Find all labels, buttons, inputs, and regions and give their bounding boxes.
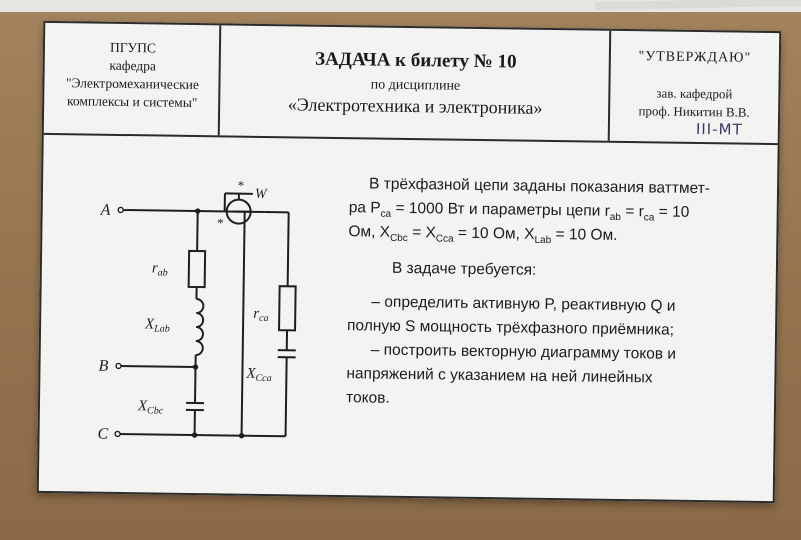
org-name: ПГУПС [109, 39, 157, 56]
terminal-c-label: C [97, 426, 108, 443]
header-left-cell: ПГУПС кафедра "Электромеханические компл… [43, 22, 222, 136]
terminal-b-label: B [98, 358, 108, 375]
task-line-2: ра Pca = 1000 Вт и параметры цепи rab = … [348, 199, 690, 224]
resistor-rab [187, 249, 207, 289]
head-person: проф. Никитин В.В. [638, 103, 750, 120]
task-item-2c: токов. [345, 389, 390, 407]
circuit-diagram: A B C W * * rab XLab XCbc rca XCca [97, 178, 297, 443]
header-center-cell: ЗАДАЧА к билету № 10 по дисциплине «Элек… [219, 25, 612, 141]
task-item-2a: – построить векторную диаграмму токов и [370, 341, 677, 363]
terminal-a-label: A [100, 202, 111, 219]
wattmeter-voltage-wire [240, 211, 246, 436]
inductor-lab [195, 298, 205, 357]
task-required-heading: В задаче требуется: [391, 259, 537, 279]
wire-rca-top [286, 212, 290, 287]
task-item-1b: полную S мощность трёхфазного приёмника; [346, 317, 675, 339]
terminal-c-dot [114, 430, 121, 438]
junction-a [194, 208, 201, 214]
discipline-name: «Электротехника и электроника» [287, 94, 543, 118]
wattmeter-label: W [255, 187, 268, 202]
task-item-1a: – определить активную P, реактивную Q и [371, 293, 676, 315]
x-cca-label: XCca [245, 366, 272, 384]
exam-task-card: ПГУПС кафедра "Электромеханические компл… [36, 20, 782, 504]
terminal-b-dot [115, 362, 122, 370]
wattmeter-star-top: * [237, 178, 244, 193]
dept-name-line-2: комплексы и системы" [66, 93, 198, 111]
x-lab-label: XLab [144, 316, 170, 334]
wire-c-bottom [117, 432, 286, 438]
dept-name-line-1: "Электромеханические [65, 75, 200, 93]
header-right-cell: "УТВЕРЖДАЮ" зав. кафедрой проф. Никитин … [610, 31, 780, 143]
wire-rab-top [196, 211, 199, 252]
resistor-rca [278, 285, 297, 332]
r-ca-label: rca [253, 306, 269, 324]
wire-b [118, 364, 196, 369]
handwritten-note: III-MT [695, 119, 743, 139]
head-of-dept: зав. кафедрой [656, 85, 733, 102]
wire-cca-bottom [284, 357, 288, 437]
wattmeter-star-left: * [216, 215, 223, 230]
card-header: ПГУПС кафедра "Электромеханические компл… [43, 22, 780, 146]
task-line-1: В трёхфазной цепи заданы показания ваттм… [368, 175, 711, 198]
junction-b [192, 364, 199, 370]
task-item-2b: напряжений с указанием на ней линейных [346, 365, 653, 387]
x-cbc-label: XCbc [137, 398, 164, 416]
terminal-a-dot [117, 206, 124, 214]
dept-label: кафедра [109, 57, 157, 74]
task-line-3: Ом, XCbc = XCca = 10 Ом, XLab = 10 Ом. [348, 223, 618, 247]
approve-label: "УТВЕРЖДАЮ" [638, 49, 752, 66]
task-title: ЗАДАЧА к билету № 10 [314, 48, 517, 73]
junction-wattmeter [238, 432, 245, 439]
junction-c [191, 432, 198, 438]
wire-lab-cbc [194, 355, 197, 404]
r-ab-label: rab [152, 260, 168, 278]
